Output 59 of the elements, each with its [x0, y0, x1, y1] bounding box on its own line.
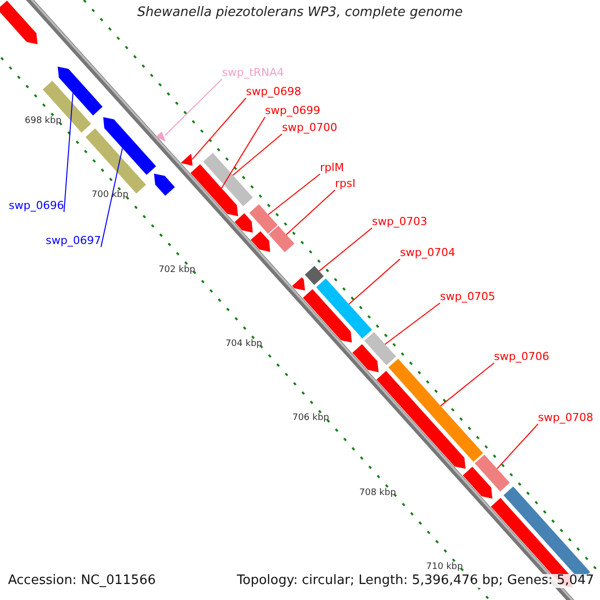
- leader-line: [64, 92, 74, 212]
- gene-bar: [474, 454, 510, 492]
- gene-feature: [103, 117, 156, 175]
- scale-label: 708 kbp: [358, 486, 397, 500]
- leader-line: [221, 116, 266, 189]
- gene-label: swp_tRNA4: [222, 66, 284, 80]
- gene-feature: [376, 370, 466, 469]
- gene-feature: [181, 154, 193, 166]
- gene-label: swp_0698: [246, 85, 302, 99]
- leader-line: [318, 228, 372, 272]
- gene-feature: [462, 466, 492, 499]
- gene-label: swp_0696: [8, 199, 64, 213]
- gene-feature: [250, 231, 270, 252]
- scale-label: 704 kbp: [224, 338, 264, 352]
- gene-label: swp_0708: [538, 411, 594, 425]
- leader-line: [286, 190, 336, 236]
- leader-line: [348, 258, 400, 305]
- gene-label: rplM: [320, 161, 344, 175]
- gene-bar: [388, 358, 484, 462]
- gene-feature: [190, 164, 238, 216]
- scale-label: 702 kbp: [158, 264, 196, 277]
- gene-feature: [234, 213, 253, 233]
- gene-feature: [58, 66, 103, 116]
- gene-label: rpsI: [335, 177, 356, 191]
- leader-line: [232, 134, 282, 176]
- leader-line: [100, 148, 123, 248]
- gene-feature: [352, 344, 379, 372]
- map-title: Shewanella piezotolerans WP3, complete genome: [136, 6, 464, 20]
- gene-feature: [0, 0, 38, 44]
- leader-line: [384, 302, 440, 345]
- gene-feature: [292, 277, 305, 290]
- leader-line: [268, 174, 320, 216]
- accession-note: Accession: NC_011566: [8, 574, 156, 588]
- gene-feature: [302, 289, 352, 342]
- leader-line: [440, 362, 494, 406]
- leader-line: [164, 78, 222, 136]
- gene-feature: [154, 174, 175, 196]
- gene-bar: [268, 226, 294, 252]
- gene-bar: [316, 278, 372, 338]
- gene-label: swp_0704: [400, 246, 456, 260]
- leader-line: [496, 424, 538, 470]
- gene-bar: [364, 332, 396, 366]
- gene-label: swp_0705: [440, 290, 496, 304]
- gene-bar: [203, 152, 253, 206]
- scale-label: 710 kbp: [425, 560, 464, 574]
- gene-label: swp_0699: [265, 104, 320, 118]
- leader-line: [192, 98, 246, 160]
- gene-label: swp_0697: [46, 234, 101, 248]
- gene-label: swp_0703: [372, 215, 428, 229]
- genome-summary: Topology: circular; Length: 5,396,476 bp; Genes: 5,047: [236, 574, 594, 588]
- trna-marker: [156, 132, 166, 142]
- gene-bar: [249, 204, 278, 234]
- gene-bar: [42, 80, 92, 133]
- scale-label: 706 kbp: [291, 412, 330, 426]
- scale-label: 700 kbp: [90, 189, 130, 202]
- gene-label: swp_0700: [282, 121, 338, 135]
- gene-bar: [304, 266, 324, 285]
- scale-label: 698 kbp: [24, 115, 62, 128]
- gene-label: swp_0706: [494, 350, 550, 364]
